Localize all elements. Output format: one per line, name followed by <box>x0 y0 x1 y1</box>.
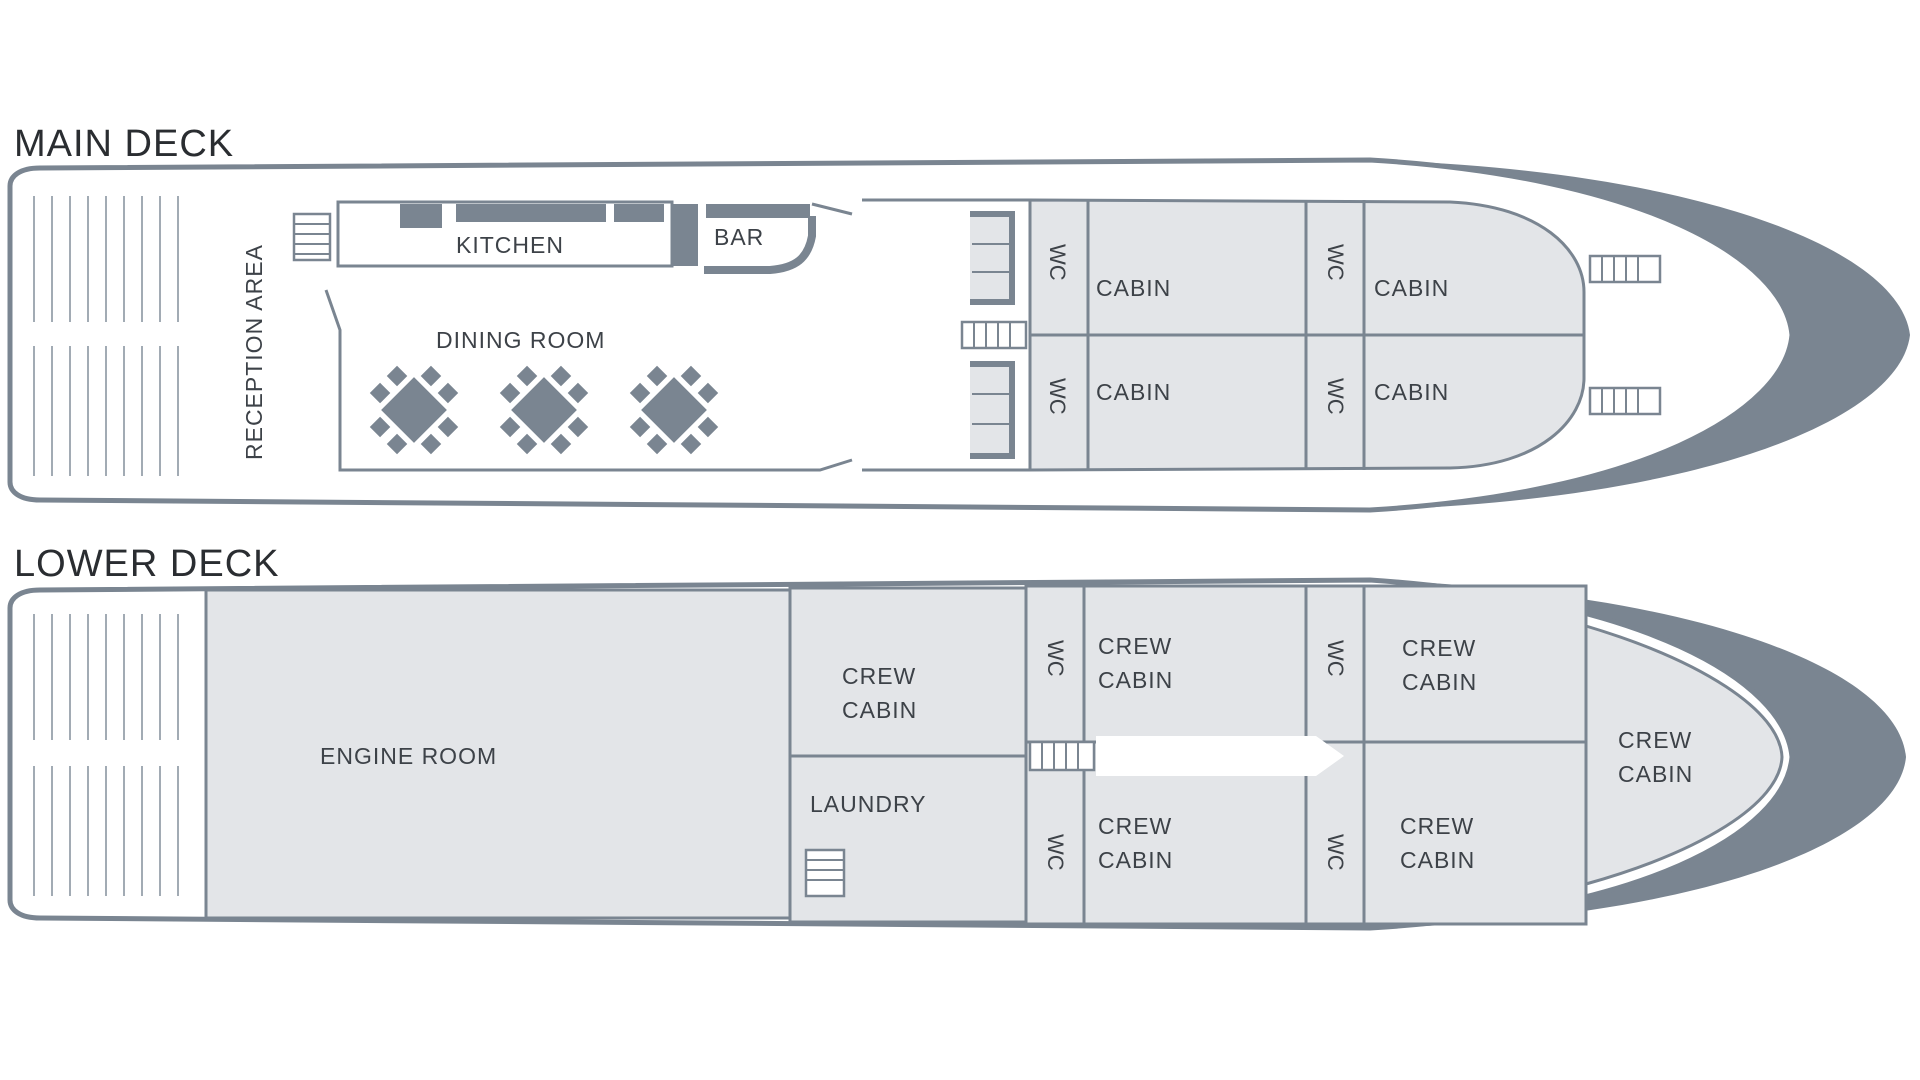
crew-cabin-bow-line2: CABIN <box>1618 761 1693 787</box>
crew-cabin-aft-line2: CABIN <box>842 697 917 723</box>
main-deck-bow-stairs <box>1588 254 1662 416</box>
main-cabin-2-label: CABIN <box>1374 275 1449 301</box>
crew-cabin-2-wc: WC <box>1323 640 1348 677</box>
crew-cabin-3-wc: WC <box>1043 834 1068 871</box>
main-cabin-1-label: CABIN <box>1096 275 1171 301</box>
main-deck: RECEPTION AREA KITCHEN BAR <box>7 157 1910 513</box>
main-deck-mid-stairs <box>960 320 1028 350</box>
kitchen <box>336 200 698 268</box>
crew-cabin-bow-line1: CREW <box>1618 727 1692 753</box>
main-cabin-3-wc: WC <box>1045 378 1070 415</box>
main-cabin-2-wc: WC <box>1323 244 1348 281</box>
bar-label: BAR <box>714 224 764 250</box>
lower-deck: ENGINE ROOM CREW CABIN LAUNDRY <box>7 577 1906 931</box>
lower-deck-title: LOWER DECK <box>14 543 279 585</box>
main-deck-aft-slats <box>33 196 179 476</box>
main-deck-bow-shade <box>1370 162 1906 508</box>
engine-room-label: ENGINE ROOM <box>320 743 497 769</box>
crew-cabin-bow <box>1584 623 1784 886</box>
crew-cabin-3-line2: CABIN <box>1098 847 1173 873</box>
reception-area-label: RECEPTION AREA <box>241 244 267 460</box>
crew-cabin-4-line2: CABIN <box>1400 847 1475 873</box>
crew-cabin-4-line1: CREW <box>1400 813 1474 839</box>
crew-cabin-1-line1: CREW <box>1098 633 1172 659</box>
main-cabin-1-wc: WC <box>1045 244 1070 281</box>
bar <box>704 202 853 274</box>
main-deck-sofas <box>970 211 1015 459</box>
kitchen-label: KITCHEN <box>456 232 564 258</box>
crew-cabin-2-line2: CABIN <box>1402 669 1477 695</box>
crew-cabin-4-wc: WC <box>1323 834 1348 871</box>
crew-cabin-3-line1: CREW <box>1098 813 1172 839</box>
main-cabin-4-wc: WC <box>1323 378 1348 415</box>
dining-table-1 <box>367 363 461 457</box>
crew-cabin-aft <box>788 586 1028 758</box>
crew-cabin-aft-line1: CREW <box>842 663 916 689</box>
main-deck-aft-stairs <box>292 212 332 262</box>
main-cabin-4-label: CABIN <box>1374 379 1449 405</box>
dining-table-3 <box>627 363 721 457</box>
crew-cabin-2-line1: CREW <box>1402 635 1476 661</box>
main-deck-title: MAIN DECK <box>14 123 234 165</box>
lower-deck-bow <box>1370 580 1906 928</box>
main-deck-cabin-block <box>1028 198 1586 472</box>
corridor-arrow <box>1028 736 1344 776</box>
laundry-label: LAUNDRY <box>810 791 927 817</box>
dining-room-label: DINING ROOM <box>436 327 605 353</box>
main-cabin-3-label: CABIN <box>1096 379 1171 405</box>
crew-cabin-1-wc: WC <box>1043 640 1068 677</box>
dining-table-2 <box>497 363 591 457</box>
lower-deck-aft-slats <box>33 614 179 896</box>
dining-tables <box>367 363 721 457</box>
engine-room <box>204 588 792 920</box>
crew-cabin-1-line2: CABIN <box>1098 667 1173 693</box>
laundry-stairs <box>804 848 846 898</box>
dining-room <box>324 198 1030 472</box>
